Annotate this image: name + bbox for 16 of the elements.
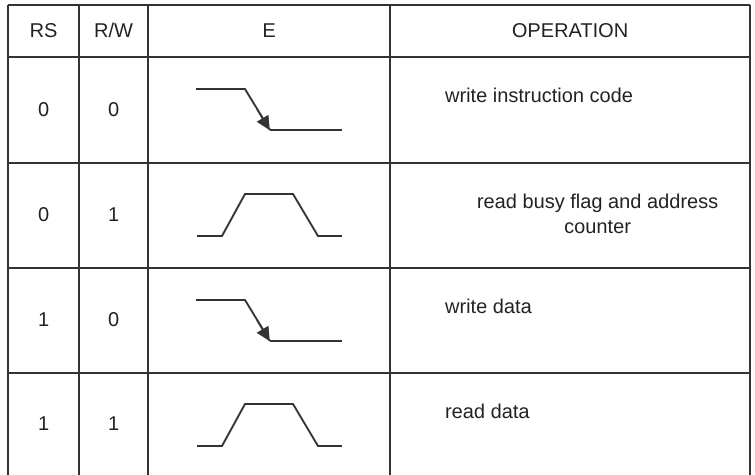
signal-value: 1 [38, 309, 50, 332]
signal-value: 1 [108, 412, 120, 436]
operation-description: read busy flag and address counter [476, 190, 720, 240]
signal-value: 0 [108, 98, 120, 122]
operation-description: read data [445, 400, 530, 425]
operation-description: write data [445, 295, 532, 320]
signal-value: 0 [38, 98, 50, 122]
column-header: R/W [94, 20, 133, 42]
column-header: E [262, 20, 276, 42]
signal-value: 0 [108, 309, 120, 332]
signal-value: 0 [38, 204, 50, 227]
column-header: OPERATION [512, 20, 628, 42]
signal-value: 1 [38, 412, 50, 436]
signal-value: 1 [108, 204, 120, 227]
operation-description: write instruction code [445, 84, 633, 109]
column-header: RS [30, 20, 58, 42]
